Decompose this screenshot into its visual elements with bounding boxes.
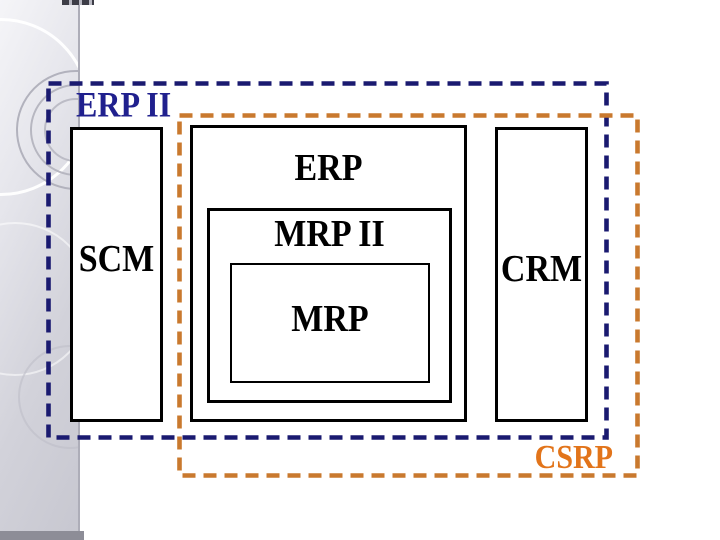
top-edge-marks (62, 0, 94, 5)
sidebar-bottom-strip (0, 531, 84, 540)
erp2-label: ERP II (76, 83, 172, 125)
mrp2-label: MRP II (274, 213, 385, 256)
crm-box (495, 127, 588, 422)
csrp-dashed-boundary (177, 113, 640, 478)
scm-label: SCM (78, 238, 155, 281)
csrp-label: CSRP (534, 438, 613, 476)
mrp-label: MRP (291, 298, 369, 341)
dashed-rect-navy (46, 81, 609, 440)
crm-label: CRM (500, 248, 583, 291)
erp-label: ERP (294, 147, 363, 190)
mrp-box (230, 263, 430, 383)
dashed-rect-orange (177, 113, 640, 478)
scm-box (70, 127, 163, 422)
erp2-dashed-boundary (46, 81, 609, 440)
